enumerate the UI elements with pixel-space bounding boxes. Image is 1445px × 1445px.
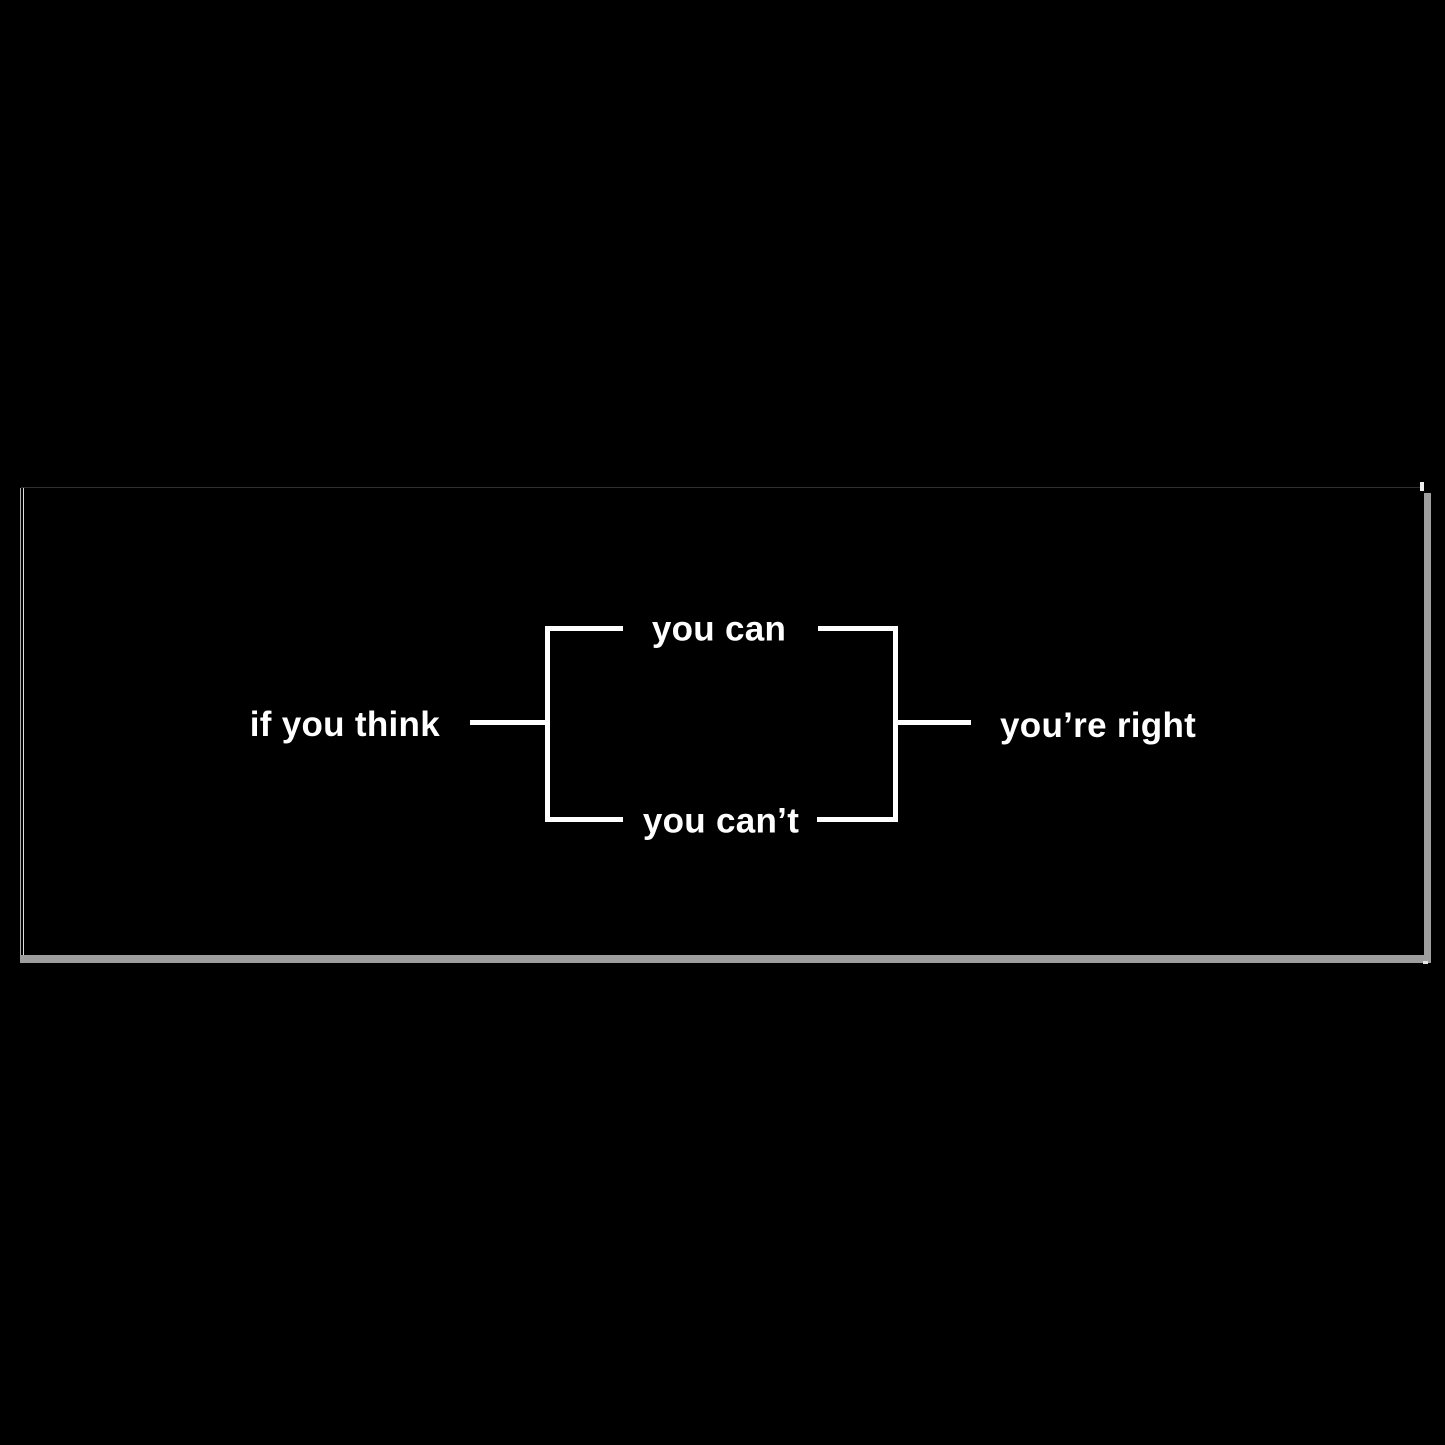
label-you-can: you can	[651, 609, 787, 649]
poster-corner-highlight-top-right	[1420, 482, 1424, 491]
wire-branch-split	[545, 626, 550, 822]
wire-top-branch-left	[545, 626, 623, 631]
poster-shadow-right	[1424, 493, 1431, 963]
label-youre-right: you’re right	[1000, 705, 1197, 745]
poster-shadow-bottom	[20, 955, 1431, 963]
poster-panel	[21, 488, 1424, 955]
label-you-cant: you can’t	[642, 801, 800, 841]
wire-output	[896, 720, 971, 725]
wire-input	[470, 720, 548, 725]
poster-left-edge-inner	[23, 488, 24, 955]
label-if-you-think: if you think	[249, 704, 440, 744]
wire-bottom-branch-right	[817, 817, 898, 822]
wire-branch-merge	[893, 626, 898, 822]
poster-left-edge-outer	[20, 488, 21, 955]
wire-top-branch-right	[818, 626, 898, 631]
poster-top-edge	[21, 487, 1424, 488]
wire-bottom-branch-left	[545, 817, 623, 822]
poster-corner-highlight-bottom-right	[1423, 961, 1428, 964]
